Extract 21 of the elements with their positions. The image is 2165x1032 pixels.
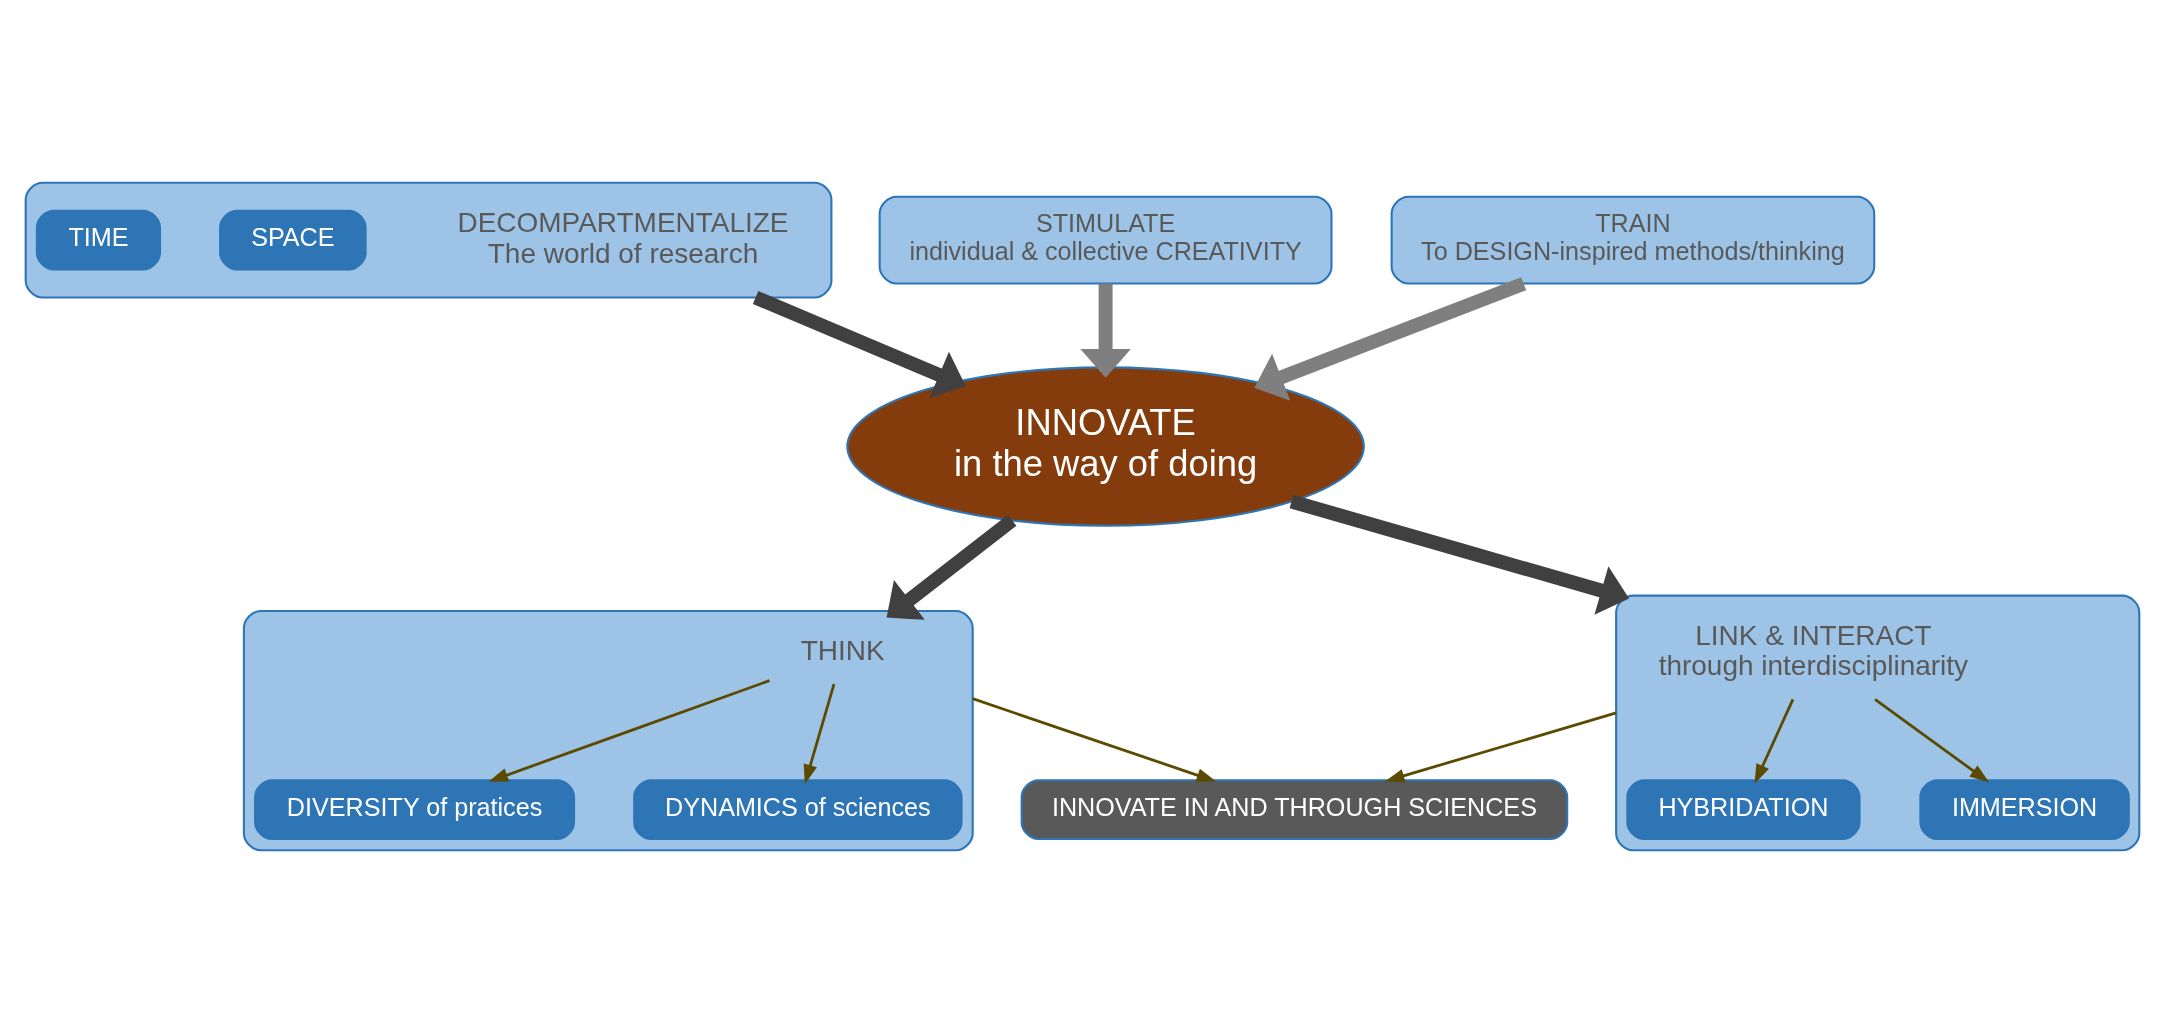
node-box: TIME	[35, 209, 162, 271]
arrow	[803, 683, 836, 784]
node-box: TRAIN To DESIGN-inspired methods/thinking	[1390, 195, 1876, 285]
arrow	[1080, 283, 1131, 378]
arrow	[886, 514, 1017, 620]
node-box: STIMULATE individual & collective CREATIVITY	[878, 195, 1333, 285]
node-box: DYNAMICS of sciences	[633, 778, 963, 840]
node-box: DIVERSITY of pratices	[254, 778, 576, 840]
arrow	[1754, 698, 1795, 784]
node-box: INNOVATE IN AND THROUGH SCIENCES	[1020, 778, 1569, 840]
arrow	[1874, 697, 1990, 782]
node-box: IMMERSION	[1919, 778, 2130, 840]
arrow	[1384, 711, 1617, 782]
arrow	[752, 290, 966, 398]
node-box: SPACE	[219, 209, 367, 271]
node-ellipse: INNOVATE in the way of doing	[846, 365, 1365, 527]
node-box: HYBRIDATION	[1626, 778, 1861, 840]
arrow	[1289, 494, 1630, 615]
arrow	[972, 696, 1217, 782]
arrow	[1254, 276, 1527, 401]
arrow	[488, 678, 770, 782]
